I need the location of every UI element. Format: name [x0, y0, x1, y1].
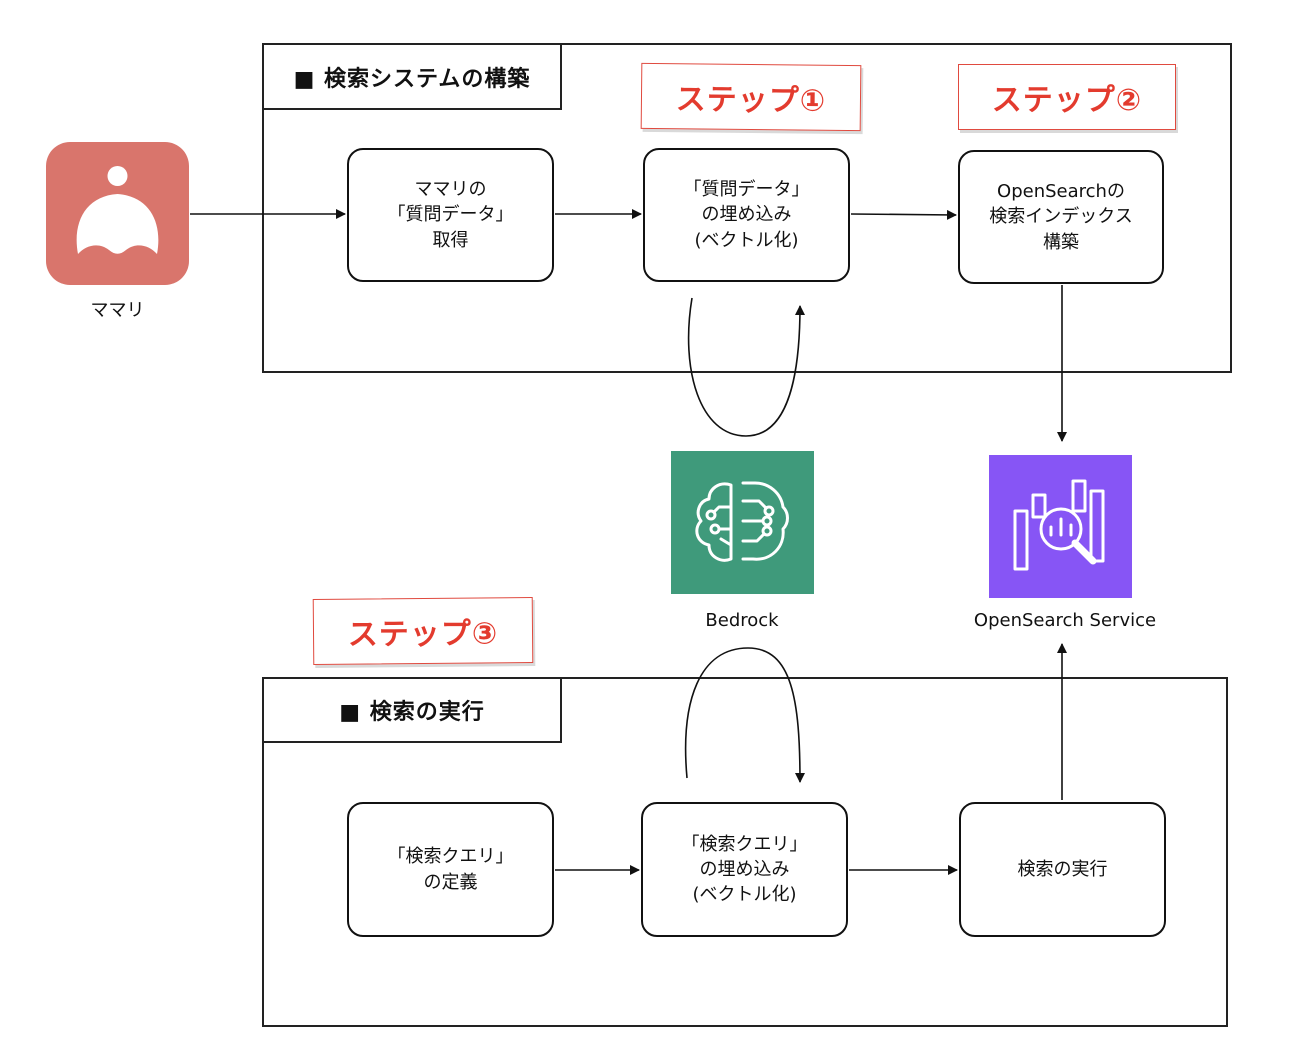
build-index-node[interactable]: OpenSearchの 検索インデックス 構築	[958, 150, 1164, 284]
bedrock-brain-icon[interactable]	[671, 451, 814, 594]
build-section-frame	[262, 43, 1232, 373]
step-2-tag: ステップ②	[958, 64, 1176, 130]
execute-section-frame	[262, 677, 1228, 1027]
define-query-node[interactable]: 「検索クエリ」 の定義	[347, 802, 554, 937]
arrow-bedrock-loop-top	[687, 297, 805, 437]
arrow-bedrock-loop-bottom	[684, 647, 805, 783]
build-section-title: ■ 検索システムの構築	[262, 43, 562, 110]
opensearch-magnifier-icon[interactable]	[989, 455, 1132, 598]
mamari-app-icon[interactable]	[46, 142, 189, 285]
bedrock-label: Bedrock	[705, 610, 779, 631]
mamari-label: ママリ	[90, 300, 145, 321]
run-search-node[interactable]: 検索の実行	[959, 802, 1166, 937]
embed-query-node[interactable]: 「検索クエリ」 の埋め込み (ベクトル化)	[641, 802, 848, 937]
opensearch-label: OpenSearch Service	[973, 610, 1157, 631]
arrow-embed-to-index	[850, 209, 957, 220]
get-question-data-node[interactable]: ママリの 「質問データ」 取得	[347, 148, 554, 282]
execute-section-title: ■ 検索の実行	[262, 677, 562, 743]
embed-question-data-node[interactable]: 「質問データ」 の埋め込み (ベクトル化)	[643, 148, 850, 282]
